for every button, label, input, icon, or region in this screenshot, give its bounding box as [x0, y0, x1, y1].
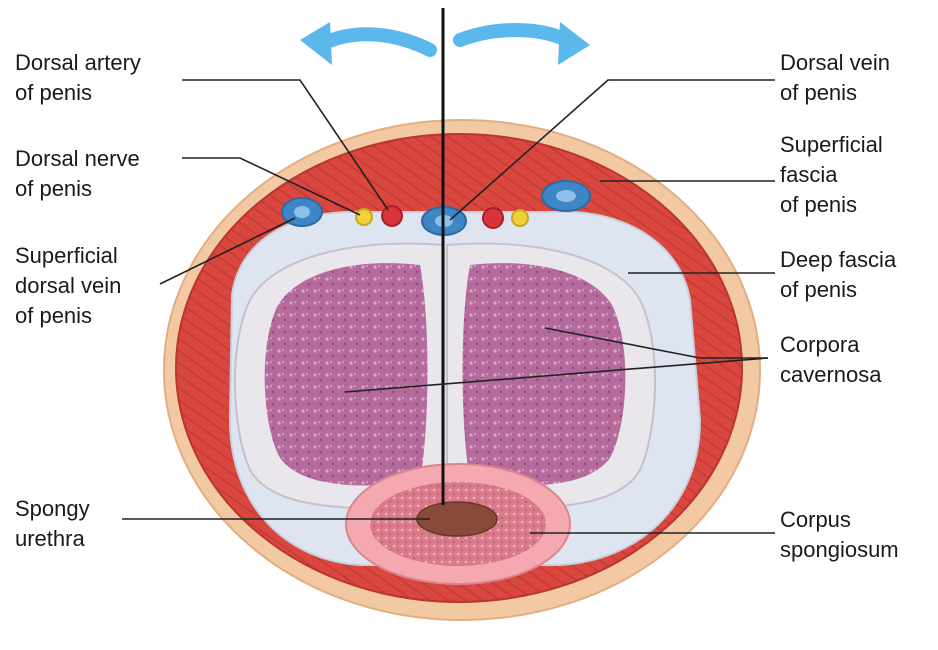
label-superficial-fascia: Superficial fascia of penis: [780, 130, 883, 220]
label-dorsal-artery: Dorsal artery of penis: [15, 48, 141, 108]
left-corpus-cavernosum-tissue: [265, 263, 428, 485]
curved-arrow-left-icon: [300, 22, 430, 65]
right-corpus-cavernosum-tissue: [463, 263, 626, 485]
dorsal-nerve-right: [512, 210, 528, 226]
label-spongy-urethra: Spongy urethra: [15, 494, 90, 554]
curved-arrow-right-icon: [460, 22, 590, 65]
label-dorsal-nerve: Dorsal nerve of penis: [15, 144, 140, 204]
label-deep-fascia: Deep fascia of penis: [780, 245, 896, 305]
label-corpus-spongiosum: Corpus spongiosum: [780, 505, 899, 565]
label-dorsal-vein: Dorsal vein of penis: [780, 48, 890, 108]
dorsal-artery-right: [483, 208, 503, 228]
label-corpora-cavernosa: Corpora cavernosa: [780, 330, 882, 390]
dorsal-artery-left: [382, 206, 402, 226]
dorsal-nerve-left: [356, 209, 372, 225]
label-superficial-dorsal-vein: Superficial dorsal vein of penis: [15, 241, 121, 331]
